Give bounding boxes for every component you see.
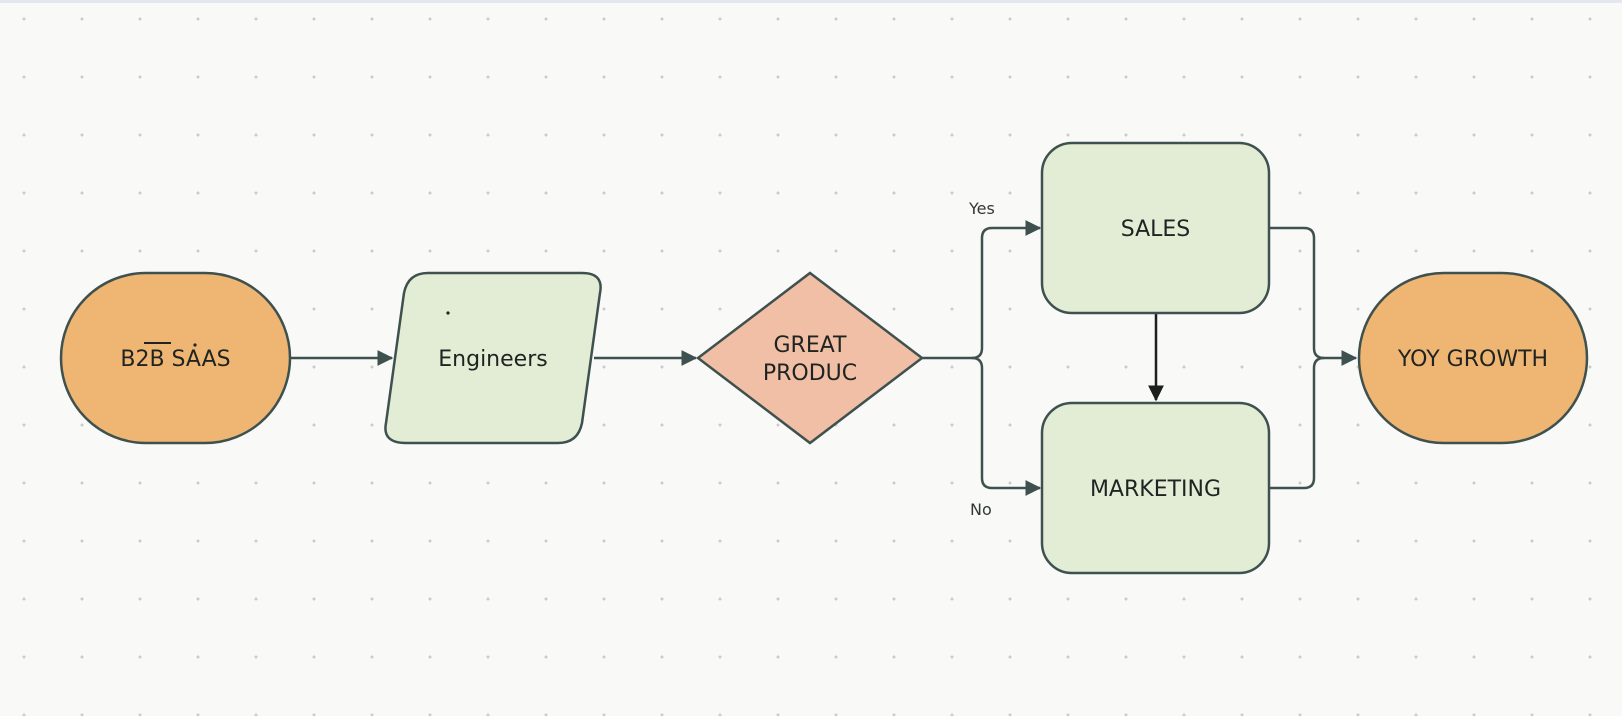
stray-dot-mark: [446, 311, 450, 315]
process-shape: [1040, 401, 1271, 575]
edge-sales-to-growth[interactable]: [1269, 226, 1358, 366]
terminal-shape: [59, 271, 292, 445]
node-yoy-growth-label: YOY GROWTH: [1397, 347, 1548, 372]
terminal-shape: [1357, 271, 1589, 445]
edge-label-no: No: [970, 500, 992, 519]
top-border: [0, 0, 1622, 3]
parallelogram-shape: [384, 271, 602, 445]
text-dot-mark: [193, 343, 197, 347]
node-marketing[interactable]: MARKETING: [1040, 401, 1271, 575]
node-great-product-line1: GREAT: [773, 333, 847, 358]
node-engineers-label: Engineers: [438, 347, 547, 372]
node-great-product[interactable]: GREAT PRODUC: [695, 271, 925, 445]
node-sales[interactable]: SALES: [1040, 141, 1271, 315]
node-b2b-saas[interactable]: B2B SAAS: [59, 271, 292, 445]
node-marketing-label: MARKETING: [1090, 477, 1221, 502]
edge-label-yes: Yes: [968, 199, 995, 218]
edge-marketing-to-growth[interactable]: [1269, 356, 1325, 490]
process-shape: [1040, 141, 1271, 315]
edge-decision-to-sales[interactable]: [922, 220, 1042, 360]
edge-decision-to-marketing[interactable]: [971, 356, 1042, 496]
node-yoy-growth[interactable]: YOY GROWTH: [1357, 271, 1589, 445]
node-b2b-saas-label: B2B SAAS: [120, 347, 230, 372]
node-engineers[interactable]: Engineers: [384, 271, 602, 445]
node-sales-label: SALES: [1121, 217, 1191, 242]
node-great-product-line2: PRODUC: [763, 361, 857, 386]
diamond-shape: [695, 271, 925, 445]
